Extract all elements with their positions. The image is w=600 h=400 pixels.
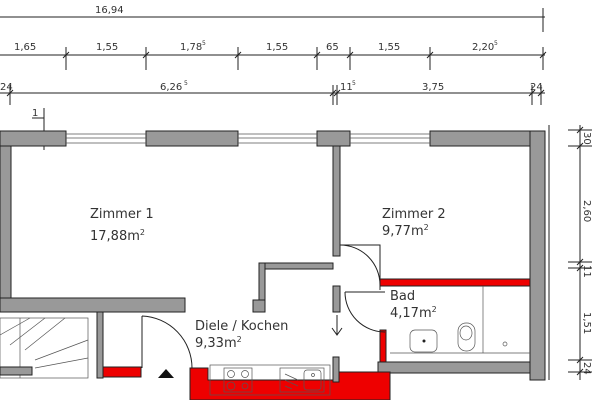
dimension-tick (6, 89, 14, 97)
dimension-tick (539, 51, 547, 59)
window (66, 133, 146, 144)
dimension-chain-overall: 16,94 (0, 5, 545, 32)
dimension-label: 2,60 (581, 200, 592, 222)
bathroom-wall-bottom (377, 361, 531, 374)
dimension-tick (528, 89, 536, 97)
dimension-tick (576, 258, 584, 266)
dimension-chain-walls: 24 6,26 5 11 5 3,75 24 (0, 80, 545, 105)
dimension-tick (576, 264, 584, 272)
exterior-wall-left (0, 145, 12, 307)
dimension-label: 3,75 (422, 82, 444, 93)
dimension-tick (576, 368, 584, 376)
dimension-label: 24 (0, 82, 13, 93)
arrow-down-icon (331, 315, 343, 336)
dimension-tick (234, 51, 242, 59)
column (252, 299, 266, 313)
room-area: 9,33m2 (195, 335, 242, 351)
room-name: Zimmer 2 (382, 207, 446, 222)
interior-wall (96, 311, 104, 379)
partition-wall (332, 145, 341, 257)
dimension-tick (576, 142, 584, 150)
staircase (0, 317, 89, 379)
drain-icon (502, 341, 508, 347)
dimension-tick (346, 51, 354, 59)
dimension-label: 1,78 (180, 42, 202, 53)
dimension-label: 65 (326, 42, 339, 53)
dimension-sup: 5 (184, 80, 188, 87)
dimension-tick (426, 51, 434, 59)
dimension-label: 24 (530, 82, 543, 93)
room-bad: Bad 4,17m2 (390, 289, 437, 321)
room-area: 17,88m2 (90, 228, 145, 244)
room-name: Bad (390, 289, 415, 304)
room-name: Zimmer 1 (90, 207, 154, 222)
dimension-tick (329, 89, 337, 97)
dimension-label: 1,55 (96, 42, 118, 53)
room-area: 9,77m2 (382, 223, 429, 239)
dimension-label: 1,51 (581, 312, 592, 334)
new-wall (102, 366, 142, 378)
dimension-tick (537, 89, 545, 97)
exterior-wall-top (0, 130, 546, 147)
toilet-icon (457, 322, 476, 352)
dimension-label: 1,65 (14, 42, 36, 53)
dimension-chain-vertical: 30 2,60 11 1,51 24 (568, 125, 592, 380)
section-marker-label: 1 (32, 108, 38, 119)
sink-icon (279, 367, 325, 393)
partition-wall (332, 356, 340, 383)
exterior-wall-right (529, 130, 546, 381)
dimension-tick (62, 51, 70, 59)
entrance-door[interactable] (141, 315, 193, 369)
dimension-label: 1,55 (266, 42, 288, 53)
dimension-tick (313, 51, 321, 59)
dimension-sup: 5 (202, 40, 206, 47)
window (238, 133, 317, 144)
dimension-label: 11 (581, 265, 592, 278)
dimension-chain-openings: 1,65 1,55 1,78 5 1,55 65 1,55 2,20 5 (0, 40, 547, 70)
partition-wall (332, 285, 341, 313)
room-diele-kochen: Diele / Kochen 9,33m2 (195, 319, 288, 351)
dimension-label: 6,26 (160, 82, 182, 93)
interior-wall (0, 297, 186, 313)
dimension-label: 2,20 (472, 42, 494, 53)
bathroom-door[interactable] (344, 291, 386, 333)
dimension-tick (333, 89, 341, 97)
stove-icon (223, 367, 253, 393)
dimension-sup: 5 (352, 80, 356, 87)
window (350, 133, 430, 144)
room-zimmer-1: Zimmer 1 17,88m2 (90, 207, 154, 244)
dimension-sup: 5 (494, 40, 498, 47)
room-zimmer-2: Zimmer 2 9,77m2 (382, 207, 446, 239)
entrance-triangle-icon (158, 369, 174, 378)
dimension-label: 1,55 (378, 42, 400, 53)
room-name: Diele / Kochen (195, 319, 288, 334)
windows (66, 133, 430, 144)
room-area: 4,17m2 (390, 305, 437, 321)
kitchen-counter (209, 364, 331, 396)
interior-wall (258, 262, 266, 304)
dimension-tick (576, 126, 584, 134)
dimension-overall: 16,94 (95, 5, 124, 16)
bathroom-wall (379, 278, 531, 287)
room-door[interactable] (339, 244, 381, 290)
washbasin-icon (409, 329, 438, 353)
interior-wall (258, 262, 334, 270)
dimension-tick (142, 51, 150, 59)
dimension-label: 30 (581, 132, 592, 145)
dimension-tick (576, 356, 584, 364)
dimension-label: 24 (581, 362, 592, 375)
dimension-label: 11 (340, 82, 353, 93)
